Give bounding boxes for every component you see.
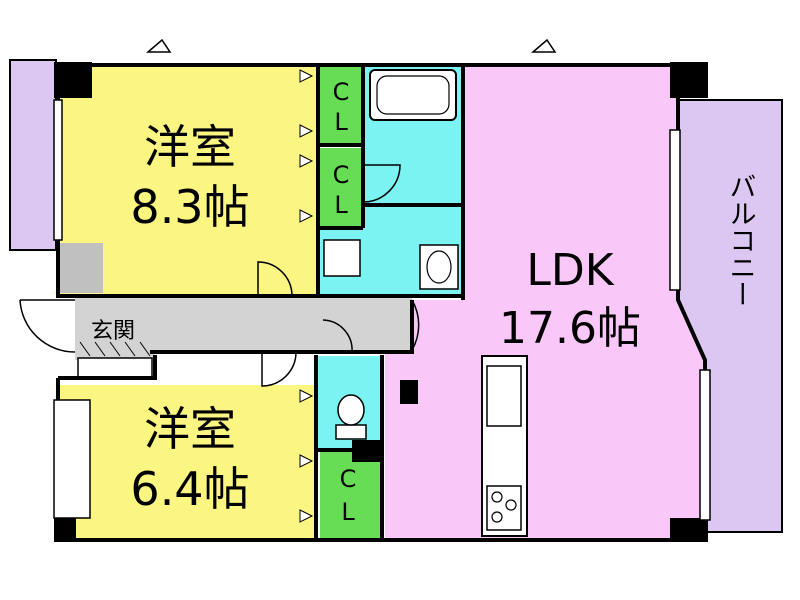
hallway <box>150 298 412 350</box>
western-room-2-name: 洋室 <box>144 402 236 456</box>
closet-1-label-bottom: L <box>334 108 348 136</box>
western-room-2-size: 6.4帖 <box>130 462 249 516</box>
closet-3 <box>320 452 380 538</box>
door-swing-icon <box>19 164 420 387</box>
sink-icon <box>486 365 522 427</box>
closet-2 <box>320 148 363 228</box>
western-room-1-size: 8.3帖 <box>130 180 249 234</box>
washing-machine-icon <box>323 239 361 277</box>
western-room-1-name: 洋室 <box>144 120 236 174</box>
ldk-name: LDK <box>526 245 614 296</box>
door-markers <box>299 69 314 523</box>
window-frames <box>53 99 711 521</box>
stove-icon <box>486 485 522 531</box>
toilet-icon <box>335 394 367 440</box>
entrance-label: 玄関 <box>91 319 135 344</box>
storage-corner <box>58 243 103 293</box>
window-arrow-icon <box>145 38 557 53</box>
ldk-size: 17.6帖 <box>499 303 641 354</box>
closet-3-label-top: C <box>340 465 357 493</box>
western-room-2 <box>58 385 316 540</box>
balcony-label: バルコニー <box>725 173 756 308</box>
balcony-left <box>9 59 57 251</box>
closet-2-label-bottom: L <box>334 191 348 219</box>
closet-1 <box>320 65 363 145</box>
closet-2-label-top: C <box>333 161 350 189</box>
washbasin-icon <box>419 244 459 290</box>
bathtub-icon <box>369 69 457 121</box>
walls <box>56 63 707 542</box>
closet-3-label-bottom: L <box>341 498 355 526</box>
wall-corners <box>54 62 708 542</box>
closet-1-label-top: C <box>333 78 350 106</box>
